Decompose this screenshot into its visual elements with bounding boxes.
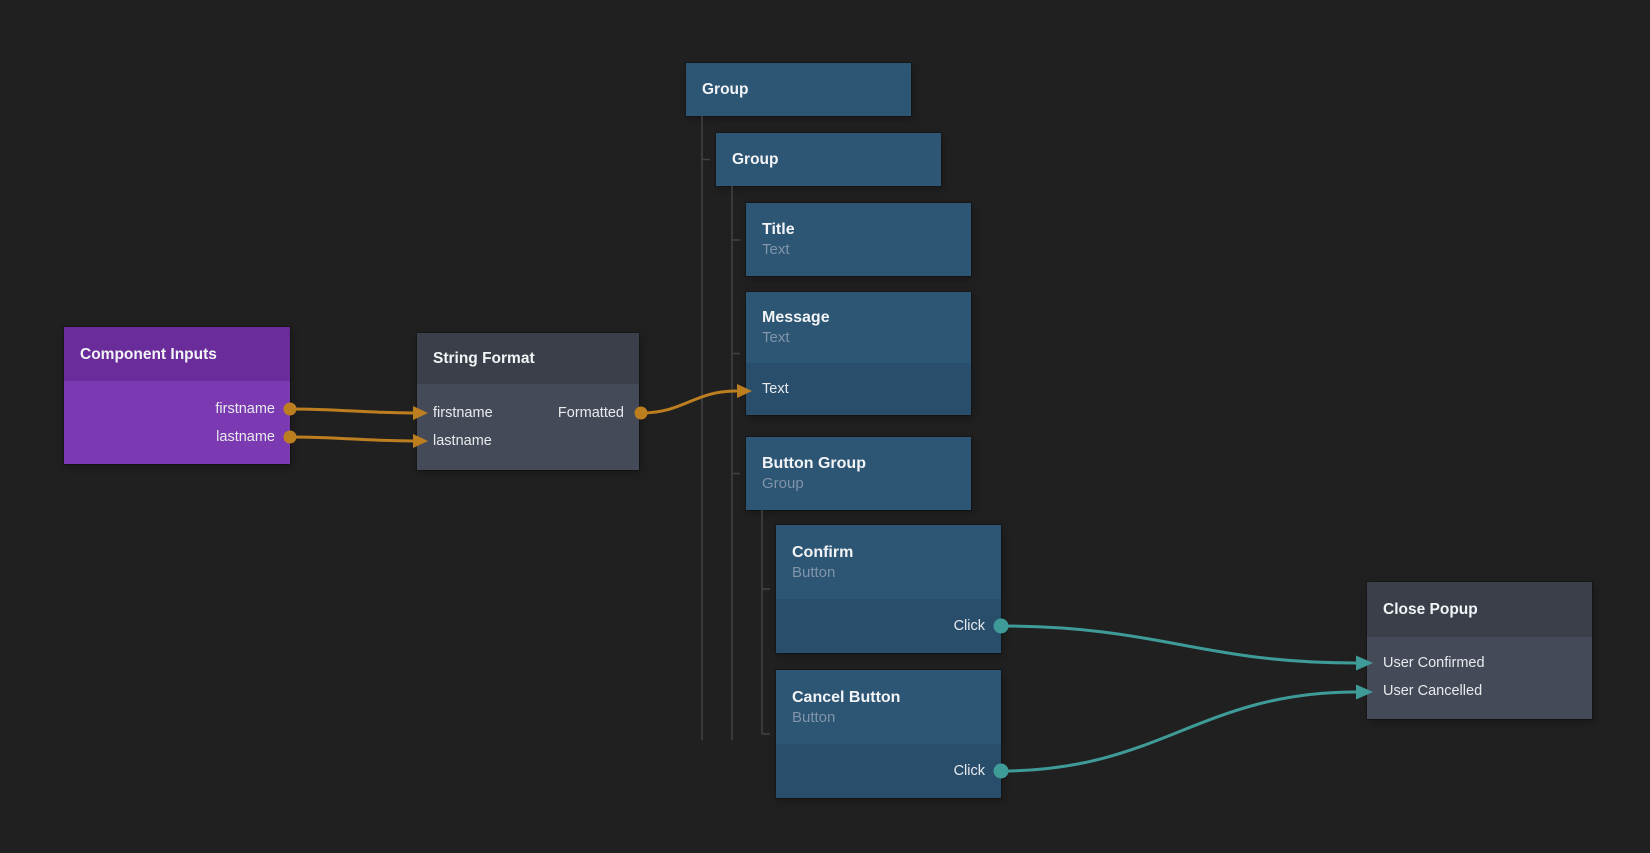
node-body: firstname Formatted lastname bbox=[417, 384, 639, 470]
node-string-format[interactable]: String Format firstname Formatted lastna… bbox=[417, 333, 639, 470]
input-port-user-confirmed[interactable]: User Confirmed bbox=[1367, 649, 1592, 677]
node-header: String Format bbox=[417, 333, 639, 384]
node-subtitle: Text bbox=[762, 241, 790, 258]
wire-confirm-click[interactable] bbox=[999, 624, 1358, 665]
node-header: Group bbox=[716, 133, 941, 186]
node-subtitle: Button bbox=[792, 563, 836, 581]
port-label: Text bbox=[762, 381, 789, 397]
node-title: Component Inputs bbox=[80, 345, 217, 363]
node-title: Cancel Button bbox=[792, 688, 901, 706]
node-title: Close Popup bbox=[1383, 601, 1478, 618]
node-header: Button Group Group bbox=[746, 437, 971, 510]
output-port-click[interactable]: Click bbox=[776, 599, 1001, 653]
node-title: Group bbox=[732, 151, 779, 168]
node-title: Group bbox=[702, 81, 749, 98]
output-port-click[interactable]: Click bbox=[776, 744, 1001, 798]
node-title[interactable]: Title Text bbox=[746, 203, 971, 276]
wire-lastname[interactable] bbox=[288, 435, 415, 443]
node-subtitle: Text bbox=[762, 329, 790, 346]
node-header: Cancel Button Button bbox=[776, 670, 1001, 744]
port-label: User Confirmed bbox=[1383, 655, 1485, 671]
node-subtitle: Group bbox=[762, 475, 804, 492]
wire-cancel-click[interactable] bbox=[999, 690, 1358, 773]
node-header: Close Popup bbox=[1367, 582, 1592, 637]
node-button-group[interactable]: Button Group Group bbox=[746, 437, 971, 510]
node-group-2[interactable]: Group bbox=[716, 133, 941, 186]
wire-firstname[interactable] bbox=[288, 407, 415, 415]
port-label: User Cancelled bbox=[1383, 683, 1483, 699]
node-title: String Format bbox=[433, 350, 535, 367]
node-cancel-button[interactable]: Cancel Button Button Click bbox=[776, 670, 1001, 798]
node-header: Title Text bbox=[746, 203, 971, 276]
port-label: Click bbox=[953, 763, 985, 779]
input-port-user-cancelled[interactable]: User Cancelled bbox=[1367, 677, 1592, 705]
node-header: Message Text bbox=[746, 292, 971, 363]
node-header: Component Inputs bbox=[64, 327, 290, 381]
node-group-1[interactable]: Group bbox=[686, 63, 911, 116]
wire-formatted-to-text[interactable] bbox=[639, 389, 738, 415]
node-component-inputs[interactable]: Component Inputs firstname lastname bbox=[64, 327, 290, 464]
node-title: Button Group bbox=[762, 455, 866, 472]
port-label: firstname bbox=[215, 401, 275, 417]
input-port-firstname[interactable]: firstname bbox=[433, 405, 493, 421]
node-header: Group bbox=[686, 63, 911, 116]
port-row: firstname Formatted bbox=[417, 399, 639, 427]
node-body: User Confirmed User Cancelled bbox=[1367, 637, 1592, 719]
node-body: firstname lastname bbox=[64, 381, 290, 464]
node-subtitle: Button bbox=[792, 708, 836, 726]
port-label: lastname bbox=[216, 429, 275, 445]
node-title: Confirm bbox=[792, 543, 854, 561]
input-port-lastname[interactable]: lastname bbox=[433, 433, 492, 449]
node-confirm[interactable]: Confirm Button Click bbox=[776, 525, 1001, 653]
node-message[interactable]: Message Text Text bbox=[746, 292, 971, 415]
node-close-popup[interactable]: Close Popup User Confirmed User Cancelle… bbox=[1367, 582, 1592, 719]
port-row: lastname bbox=[417, 427, 639, 455]
node-title: Title bbox=[762, 221, 795, 238]
port-label: Click bbox=[953, 618, 985, 634]
node-header: Confirm Button bbox=[776, 525, 1001, 599]
output-port-formatted[interactable]: Formatted bbox=[557, 405, 624, 421]
output-port-lastname[interactable]: lastname bbox=[64, 423, 290, 451]
node-title: Message bbox=[762, 309, 830, 326]
input-port-text[interactable]: Text bbox=[746, 363, 971, 415]
output-port-firstname[interactable]: firstname bbox=[64, 395, 290, 423]
